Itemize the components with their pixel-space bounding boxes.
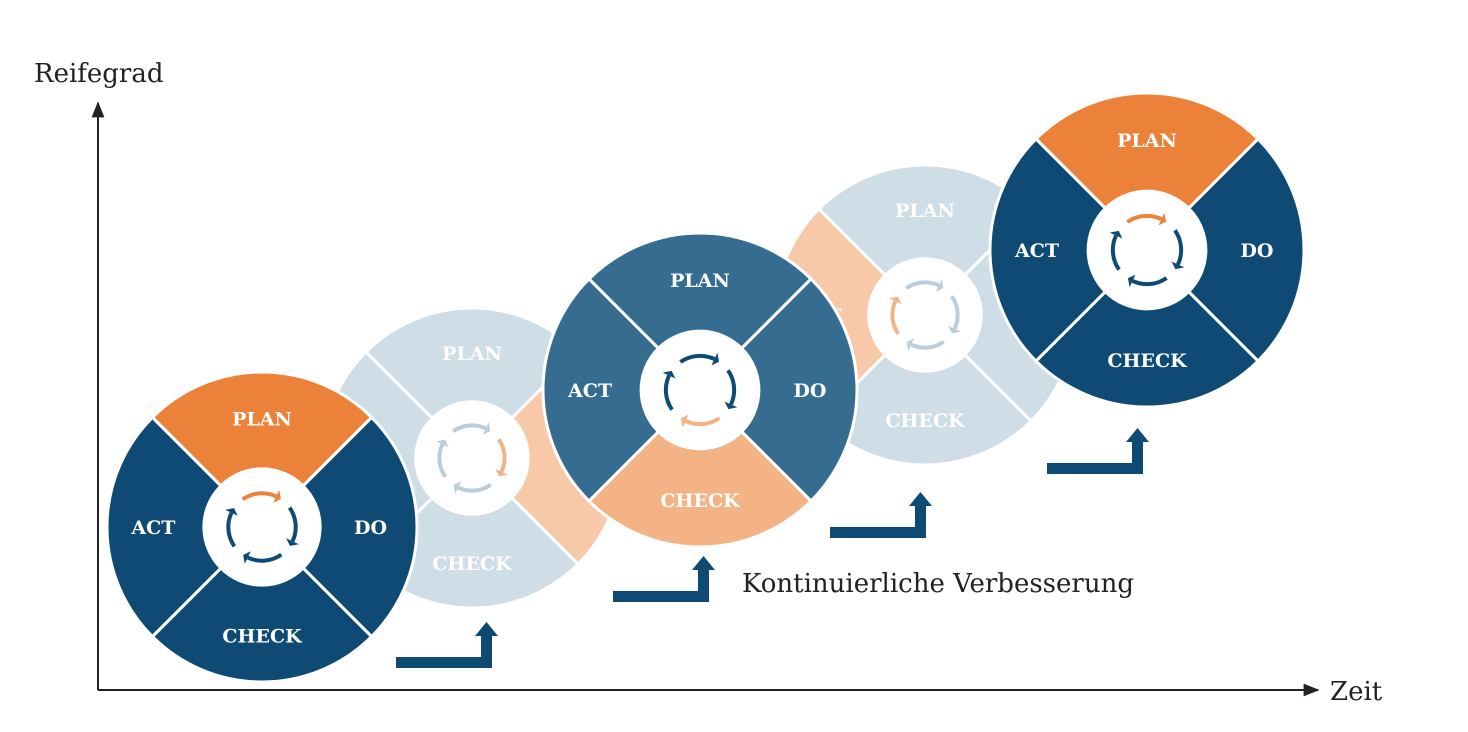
- label-check: CHECK: [885, 410, 966, 432]
- cycle-arrowhead-icon: [273, 490, 281, 503]
- cycle-arrowhead-icon: [495, 468, 508, 477]
- cycle-hub: [868, 258, 982, 372]
- cycle-arrow-icon: [663, 374, 674, 411]
- cycle-arrow-icon: [497, 438, 507, 473]
- step-up-arrow-icon: [613, 556, 715, 602]
- step-up-arrow-icon: [830, 492, 932, 538]
- cycle-arrow-icon: [452, 423, 487, 433]
- cycle-arrowhead-icon: [243, 551, 251, 564]
- x-axis-label: Zeit: [1330, 677, 1383, 707]
- cycle-hub: [1088, 191, 1206, 309]
- cycle-arrow-icon: [679, 353, 716, 364]
- cycle-arrow-icon: [950, 295, 960, 330]
- cycle-arrowhead-icon: [1127, 274, 1136, 288]
- label-plan: PLAN: [232, 408, 292, 430]
- label-plan: PLAN: [895, 200, 955, 222]
- cycle-arrowhead-icon: [948, 325, 961, 334]
- pdca-cycle-3: PLAN DO CHECK ACT: [541, 231, 859, 549]
- cycle-arrowhead-icon: [935, 279, 944, 292]
- label-act: ACT: [567, 380, 612, 402]
- label-do: DO: [793, 380, 826, 402]
- label-plan: PLAN: [442, 343, 502, 365]
- cycle-arrowhead-icon: [482, 422, 491, 435]
- cycle-arrow-icon: [437, 443, 447, 478]
- cycle-arrowhead-icon: [286, 538, 299, 546]
- cycle-arrowhead-icon: [1171, 261, 1185, 270]
- improvement-label: Kontinuierliche Verbesserung: [742, 569, 1134, 599]
- cycle-arrowhead-icon: [1158, 212, 1167, 226]
- label-plan: PLAN: [1117, 130, 1177, 152]
- label-check: CHECK: [222, 626, 303, 648]
- cycle-arrow-icon: [1131, 276, 1168, 287]
- step-up-arrow-icon: [1047, 428, 1149, 474]
- cycle-arrow-icon: [241, 491, 278, 502]
- cycle-arrow-icon: [910, 340, 945, 350]
- cycle-arrowhead-icon: [711, 352, 720, 366]
- label-act: ACT: [130, 517, 175, 539]
- label-plan: PLAN: [670, 270, 730, 292]
- cycle-arrowhead-icon: [680, 414, 689, 428]
- cycle-arrowhead-icon: [724, 401, 738, 410]
- label-act: ACT: [1014, 240, 1059, 262]
- label-do: DO: [354, 517, 387, 539]
- label-check: CHECK: [660, 490, 741, 512]
- label-check: CHECK: [432, 553, 513, 575]
- pdca-cycle-1: PLAN DO CHECK ACT: [105, 370, 419, 684]
- cycle-arrowhead-icon: [906, 338, 915, 351]
- cycle-arrow-icon: [905, 280, 940, 290]
- cycle-arrow-icon: [226, 511, 237, 548]
- y-axis-label: Reifegrad: [34, 59, 164, 89]
- pdca-cycle-5: PLAN DO CHECK ACT: [988, 91, 1306, 409]
- pdca-cycles: PLAN DO CHECK ACT PLAN DO CHECK ACT PLAN DO CHECK A…: [105, 91, 1306, 684]
- cycle-arrowhead-icon: [225, 508, 238, 516]
- cycle-arrowhead-icon: [889, 296, 902, 305]
- cycle-arrow-icon: [726, 369, 737, 406]
- cycle-hub: [641, 331, 759, 449]
- cycle-arrow-icon: [457, 483, 492, 493]
- cycle-arrow-icon: [890, 300, 900, 335]
- cycle-arrowhead-icon: [453, 481, 462, 494]
- cycle-hub: [203, 468, 321, 586]
- cycle-arrow-icon: [287, 506, 298, 543]
- cycle-arrowhead-icon: [662, 370, 676, 379]
- label-do: DO: [1240, 240, 1273, 262]
- cycle-arrow-icon: [1173, 229, 1184, 266]
- cycle-arrowhead-icon: [436, 439, 449, 448]
- cycle-arrow-icon: [684, 416, 721, 427]
- step-up-arrow-icon: [396, 622, 498, 668]
- cycle-hub: [415, 401, 529, 515]
- cycle-arrow-icon: [1126, 213, 1163, 224]
- cycle-arrow-icon: [246, 552, 283, 563]
- label-check: CHECK: [1107, 350, 1188, 372]
- improvement-steps: [396, 428, 1149, 668]
- cycle-arrow-icon: [1110, 234, 1121, 271]
- cycle-arrowhead-icon: [1109, 230, 1123, 239]
